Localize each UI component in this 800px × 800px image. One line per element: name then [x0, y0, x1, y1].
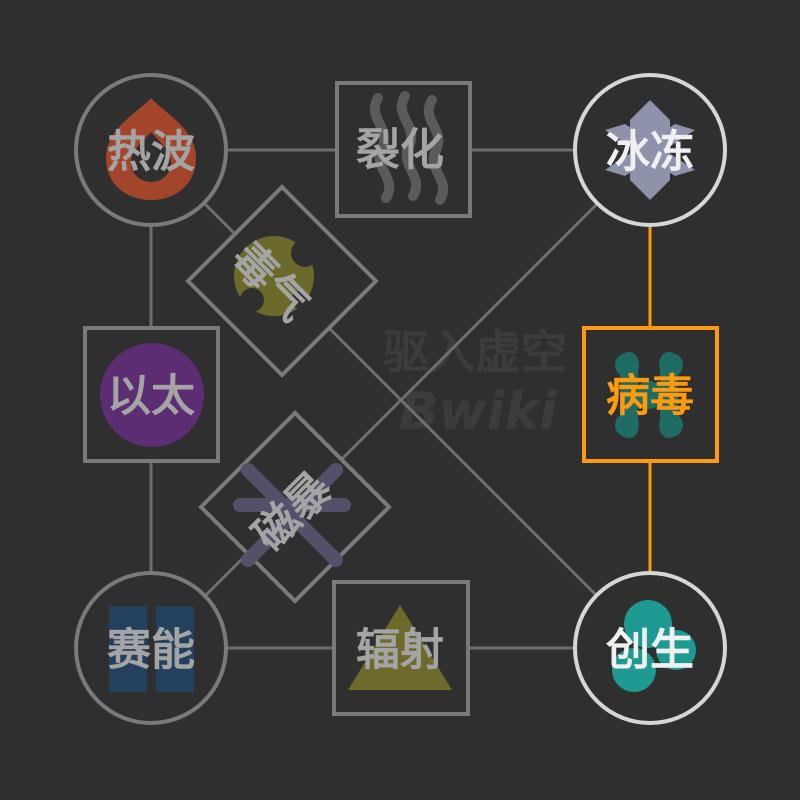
node-genesis-frame	[573, 571, 727, 725]
node-genesis-label: 创生	[606, 625, 694, 676]
node-radiation-label: 辐射	[356, 625, 444, 676]
virus-icon	[615, 352, 683, 438]
node-ether-label: 以太	[107, 371, 195, 422]
toxin-cloud-icon	[234, 236, 319, 316]
node-heatwave[interactable]: 热波	[74, 73, 228, 227]
flame-icon	[106, 98, 196, 200]
node-ether[interactable]: 以太	[83, 326, 220, 463]
node-heatwave-label: 热波	[107, 127, 195, 178]
node-virus-label: 病毒	[606, 371, 694, 422]
node-tech[interactable]: 赛能	[74, 571, 228, 725]
connections	[149, 148, 652, 650]
node-radiation[interactable]: 辐射	[332, 580, 470, 716]
watermark-subtitle: Bwiki	[399, 382, 558, 442]
node-virus[interactable]: 病毒	[582, 326, 719, 463]
node-fission-label: 裂化	[356, 125, 444, 176]
node-genesis[interactable]: 创生	[573, 571, 727, 725]
watermark: 驱入虚空 Bwiki	[383, 325, 567, 442]
ether-orb-icon	[100, 343, 204, 447]
node-freeze[interactable]: 冰冻	[573, 73, 727, 227]
radiation-triangle-icon	[348, 605, 452, 690]
snowflake-icon	[605, 100, 695, 200]
node-fission[interactable]: 裂化	[335, 81, 472, 218]
smoke-wisps-icon	[369, 91, 449, 205]
node-heatwave-frame	[74, 73, 228, 227]
node-freeze-label: 冰冻	[606, 127, 694, 178]
genesis-cells-icon	[612, 600, 696, 692]
node-toxin[interactable]: 毒气	[185, 184, 379, 378]
tech-bars-icon	[109, 606, 194, 692]
node-tech-label: 赛能	[107, 625, 195, 676]
magnet-storm-icon	[233, 463, 351, 567]
node-magnetic[interactable]: 磁暴	[198, 410, 392, 604]
watermark-title: 驱入虚空	[383, 325, 567, 379]
